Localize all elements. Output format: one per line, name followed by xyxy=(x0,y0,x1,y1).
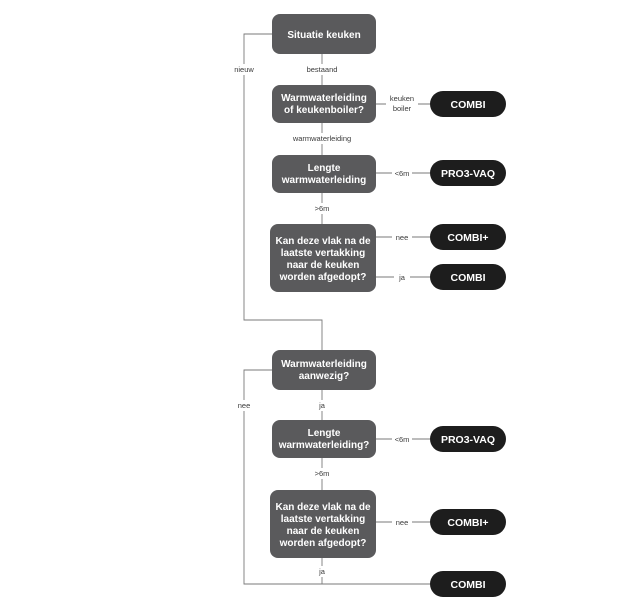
outcome-combi-plus-1-label: COMBI+ xyxy=(447,232,488,244)
node-warmwater-line-2: of keukenboiler? xyxy=(284,105,364,116)
node-warmwaterleiding-aanwezig: Warmwaterleiding aanwezig? xyxy=(272,350,376,390)
label-nee-2: nee xyxy=(238,401,251,410)
label-bestaand: bestaand xyxy=(307,65,338,74)
connector-nee-loop xyxy=(243,369,430,585)
node-aanwezig-line-1: Warmwaterleiding xyxy=(281,359,367,370)
label-ja-1: ja xyxy=(398,273,406,282)
outcome-pills: COMBI PRO3-VAQ COMBI+ COMBI PRO3-VAQ COM… xyxy=(430,91,506,597)
label-lt6m-2: <6m xyxy=(395,435,410,444)
node-vlak2-line-3: naar de keuken xyxy=(287,526,360,537)
node-vlak1-line-2: laatste vertakking xyxy=(281,248,366,259)
node-vlak1-line-1: Kan deze vlak na de xyxy=(275,236,370,247)
node-vlak-afgedopt-1: Kan deze vlak na de laatste vertakking n… xyxy=(270,224,376,292)
node-vlak1-line-3: naar de keuken xyxy=(287,260,360,271)
outcome-combi-1: COMBI xyxy=(430,91,506,117)
node-warmwaterleiding-of-keukenboiler: Warmwaterleiding of keukenboiler? xyxy=(272,85,376,123)
node-lengte1-line-1: Lengte xyxy=(308,163,341,174)
outcome-pro3-vaq-1-label: PRO3-VAQ xyxy=(441,168,495,180)
label-keuken: keuken xyxy=(390,94,414,103)
node-lengte-warmwaterleiding-2: Lengte warmwaterleiding? xyxy=(272,420,376,458)
node-vlak2-line-2: laatste vertakking xyxy=(281,514,366,525)
node-vlak2-line-1: Kan deze vlak na de xyxy=(275,502,370,513)
label-lt6m-1: <6m xyxy=(395,169,410,178)
label-warmwaterleiding: warmwaterleiding xyxy=(292,134,351,143)
outcome-combi-plus-1: COMBI+ xyxy=(430,224,506,250)
label-nee-1: nee xyxy=(396,233,409,242)
outcome-combi-3-label: COMBI xyxy=(451,579,486,591)
node-vlak2-line-4: worden afgedopt? xyxy=(279,538,367,549)
outcome-combi-2-label: COMBI xyxy=(451,272,486,284)
node-warmwater-line-1: Warmwaterleiding xyxy=(281,93,367,104)
node-situatie-keuken: Situatie keuken xyxy=(272,14,376,54)
node-lengte1-line-2: warmwaterleiding xyxy=(281,175,366,186)
label-ja-3: ja xyxy=(318,567,326,576)
label-nee-3: nee xyxy=(396,518,409,527)
node-aanwezig-line-2: aanwezig? xyxy=(299,371,350,382)
label-ja-2: ja xyxy=(318,401,326,410)
outcome-pro3-vaq-2-label: PRO3-VAQ xyxy=(441,434,495,446)
outcome-combi-plus-2-label: COMBI+ xyxy=(447,517,488,529)
node-vlak1-line-4: worden afgedopt? xyxy=(279,272,367,283)
decision-boxes: Situatie keuken Warmwaterleiding of keuk… xyxy=(270,14,376,558)
label-gt6m-2: >6m xyxy=(315,469,330,478)
outcome-combi-3: COMBI xyxy=(430,571,506,597)
outcome-combi-plus-2: COMBI+ xyxy=(430,509,506,535)
label-gt6m-1: >6m xyxy=(315,204,330,213)
outcome-pro3-vaq-1: PRO3-VAQ xyxy=(430,160,506,186)
node-lengte-warmwaterleiding-1: Lengte warmwaterleiding xyxy=(272,155,376,193)
outcome-combi-1-label: COMBI xyxy=(451,99,486,111)
node-lengte2-line-1: Lengte xyxy=(308,428,341,439)
connector-nieuw xyxy=(243,33,323,350)
edge-labels: nieuw bestaand keuken boiler warmwaterle… xyxy=(228,64,418,577)
node-vlak-afgedopt-2: Kan deze vlak na de laatste vertakking n… xyxy=(270,490,376,558)
node-situatie-line-1: Situatie keuken xyxy=(287,30,360,41)
label-boiler: boiler xyxy=(393,104,412,113)
node-lengte2-line-2: warmwaterleiding? xyxy=(278,440,370,451)
label-nieuw: nieuw xyxy=(234,65,254,74)
outcome-combi-2: COMBI xyxy=(430,264,506,290)
outcome-pro3-vaq-2: PRO3-VAQ xyxy=(430,426,506,452)
